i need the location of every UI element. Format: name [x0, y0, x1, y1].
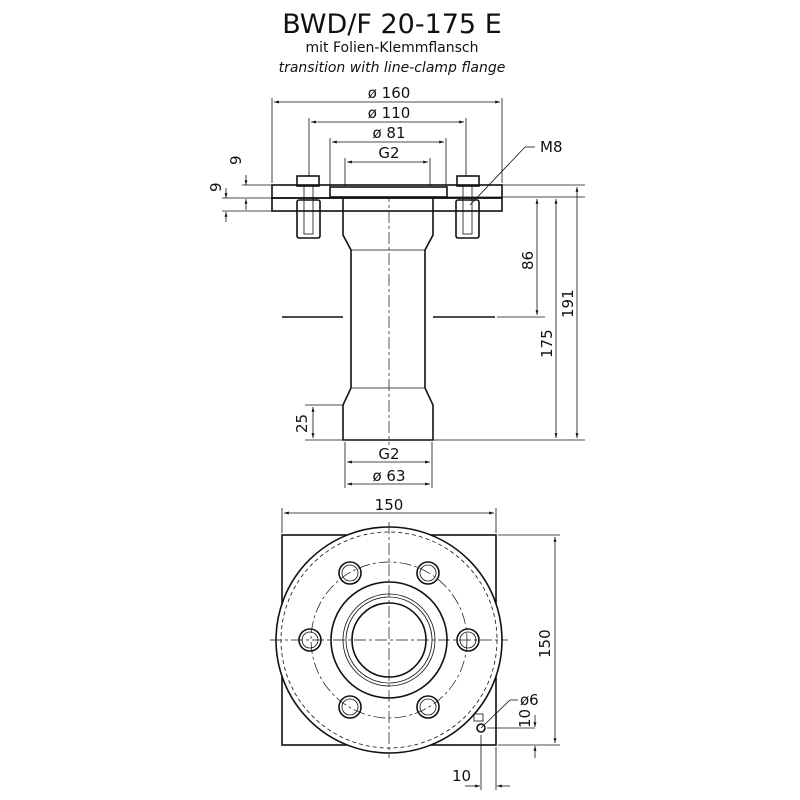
subtitle-english: transition with line-clamp flange	[279, 60, 506, 76]
dim-9-b: 9	[207, 182, 225, 192]
dim-d81: ø 81	[372, 124, 405, 142]
dim-d63: ø 63	[372, 467, 405, 485]
subtitle-german: mit Folien-Klemmflansch	[306, 40, 479, 56]
dim-25: 25	[293, 414, 311, 433]
bolt-right	[455, 175, 480, 239]
bolt-left	[296, 175, 321, 239]
dim-191: 191	[559, 289, 577, 318]
dim-m8: M8	[540, 138, 563, 156]
plan-view	[270, 522, 508, 758]
dim-10-vertical: 10	[516, 709, 534, 728]
dim-d6: ø6	[520, 691, 539, 709]
dim-g2-bottom: G2	[378, 445, 399, 463]
dim-d110: ø 110	[368, 104, 411, 122]
plan-dimensions: 150 150 ø6 10 10	[281, 496, 560, 790]
dim-175: 175	[538, 329, 556, 358]
drawing-title: BWD/F 20-175 E	[282, 9, 502, 40]
dim-g2-top: G2	[378, 144, 399, 162]
dim-86: 86	[519, 251, 537, 270]
dim-10-horizontal: 10	[452, 767, 471, 785]
side-dimensions: ø 160 ø 110 ø 81 G2 M8 9 9 86 175 191 25…	[207, 84, 585, 488]
dim-9-a: 9	[227, 155, 245, 165]
side-view	[271, 175, 503, 445]
dim-width-150: 150	[375, 496, 404, 514]
dim-d160: ø 160	[368, 84, 411, 102]
bolt-holes	[298, 561, 480, 719]
dim-height-150: 150	[536, 629, 554, 658]
